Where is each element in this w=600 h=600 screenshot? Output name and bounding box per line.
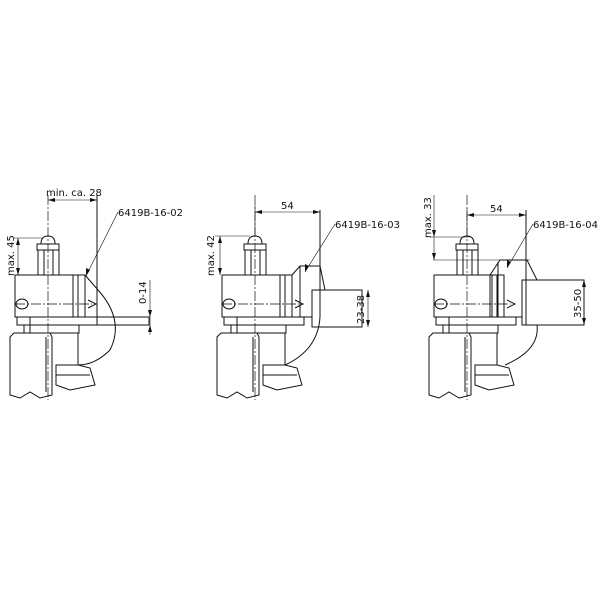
range-dimension-label: 23-38 [356,295,367,324]
part-number-label: 6419B-16-03 [335,220,400,231]
part-number-label: 6419B-16-04 [533,220,598,231]
part-number-label: 6419B-16-02 [118,208,183,219]
clamp-drawing-1: min. ca. 28 max. 45 6419B-16-02 0-14 [6,188,183,401]
clamp-drawing-2: 54 max. 42 6419B-16-03 23-38 [206,194,400,401]
top-dimension-label: 54 [490,204,503,215]
top-dimension-label: min. ca. 28 [46,188,102,199]
height-dimension-label: max. 42 [206,235,217,276]
range-dimension-label: 0-14 [138,281,149,304]
range-dimension-label: 35-50 [573,289,584,318]
height-dimension-label: max. 33 [423,197,434,238]
top-dimension-label: 54 [281,201,294,212]
clamp-drawing-3: 54 max. 33 6419B-16-04 35-50 [423,194,598,401]
height-dimension-label: max. 45 [6,235,17,276]
